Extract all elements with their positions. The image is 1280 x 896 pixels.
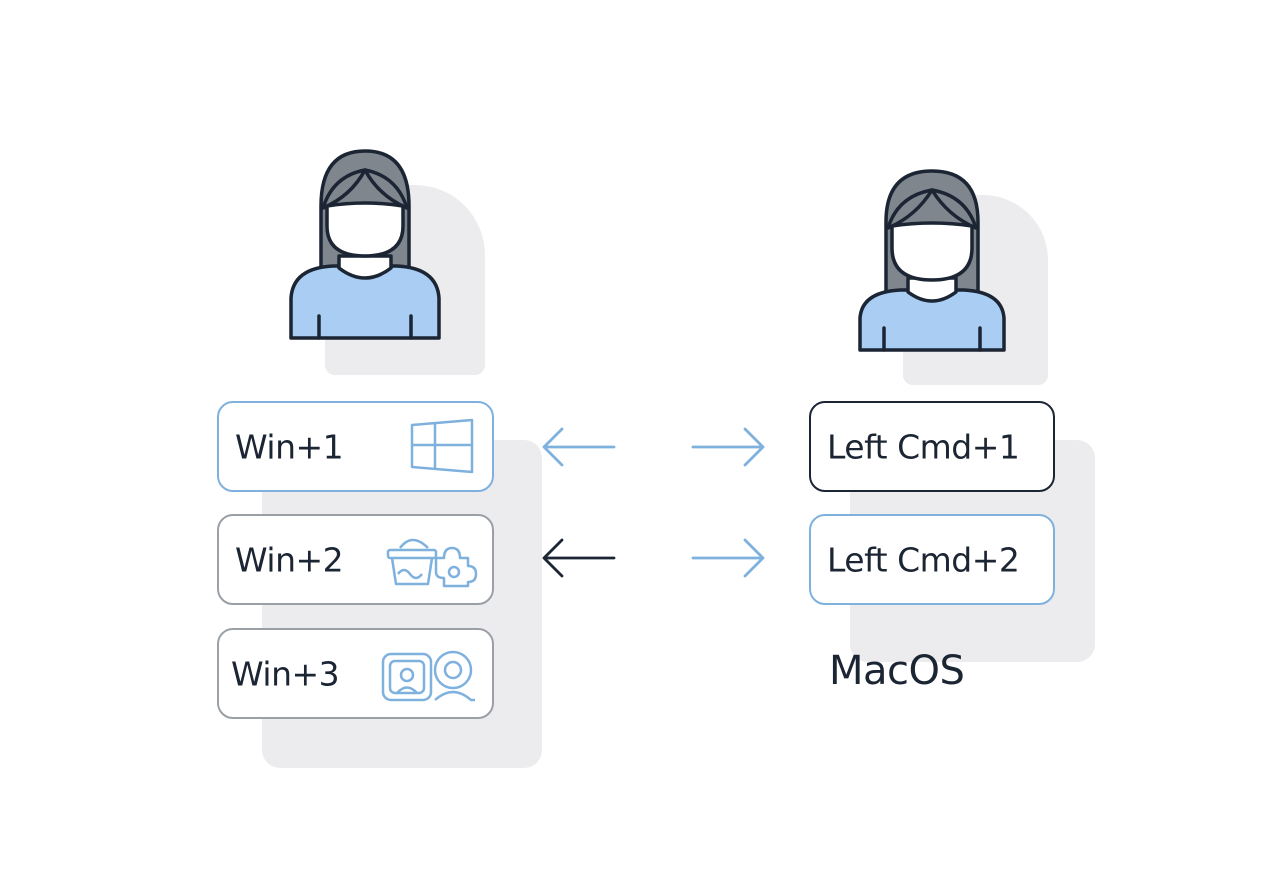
left-cmd-1-key[interactable]: Left Cmd+1 (809, 401, 1055, 492)
arrow-right-1 (691, 427, 765, 467)
mac-user-avatar (858, 169, 1006, 352)
key-label: Win+1 (235, 427, 344, 466)
key-label: Left Cmd+2 (827, 540, 1020, 579)
arrow-left-1 (542, 427, 616, 467)
windows-logo-icon (410, 418, 474, 474)
arrow-right-2 (691, 538, 765, 578)
windows-user-avatar (289, 149, 441, 340)
win-2-key[interactable]: Win+2 (217, 514, 494, 605)
key-label: Win+3 (231, 654, 340, 693)
arrow-left-2 (542, 538, 616, 578)
macos-label: MacOS (829, 648, 965, 694)
key-label: Win+2 (235, 540, 344, 579)
win-3-key[interactable]: Win+3 (217, 628, 494, 719)
left-cmd-2-key[interactable]: Left Cmd+2 (809, 514, 1055, 605)
camera-person-icon (381, 650, 475, 702)
basket-puzzle-icon (386, 538, 478, 588)
key-label: Left Cmd+1 (827, 427, 1020, 466)
win-1-key[interactable]: Win+1 (217, 401, 494, 492)
